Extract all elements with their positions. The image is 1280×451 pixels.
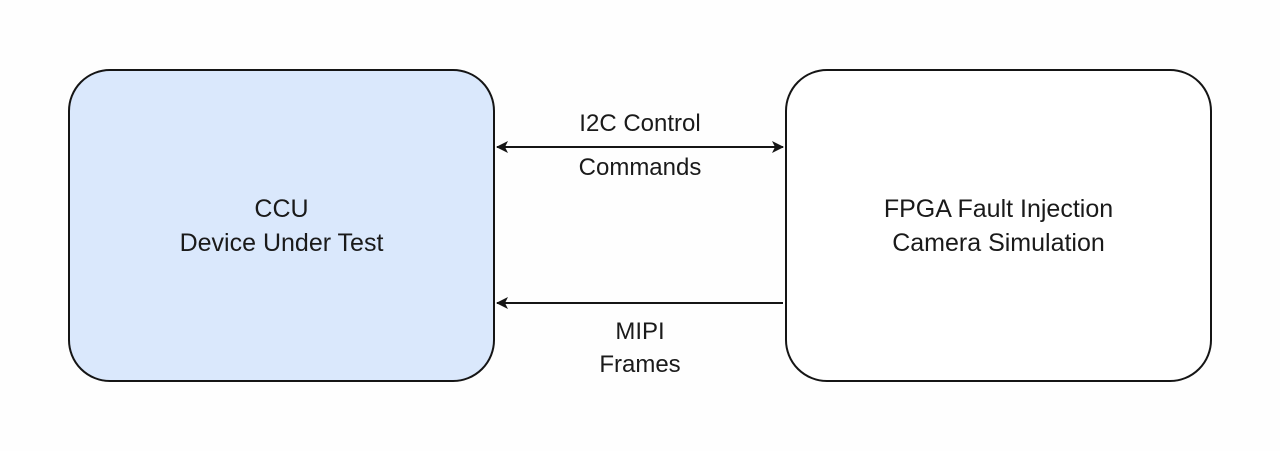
fpga-fault-injection-box: FPGA Fault Injection Camera Simulation [785,69,1212,382]
ccu-title: CCU [254,194,309,223]
mipi-label-line-1: MIPI [615,318,665,345]
fpga-subtitle: Camera Simulation [892,228,1105,257]
ccu-device-under-test-box: CCU Device Under Test [68,69,495,382]
i2c-label-line-2: Commands [578,154,702,181]
ccu-subtitle: Device Under Test [179,228,384,257]
mipi-label-line-2: Frames [599,351,681,378]
fpga-title: FPGA Fault Injection [883,194,1114,223]
i2c-label-line-1: I2C Control [579,110,701,137]
